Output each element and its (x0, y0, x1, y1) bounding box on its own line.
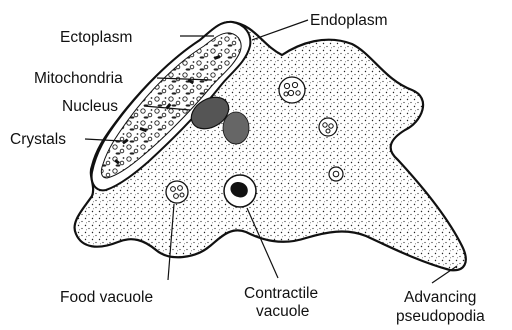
label-nucleus: Nucleus (62, 98, 118, 115)
food-vacuole-3 (319, 118, 337, 136)
label-contractile: Contractile (244, 285, 318, 302)
label-mitochondria: Mitochondria (34, 70, 123, 87)
label-pseudopodia: pseudopodia (396, 308, 485, 325)
food-vacuole (166, 181, 188, 203)
food-vacuole-2 (279, 77, 305, 103)
nucleus-shadow (223, 112, 249, 144)
label-vacuole: vacuole (256, 303, 309, 320)
label-ectoplasm: Ectoplasm (60, 29, 132, 46)
label-crystals: Crystals (10, 131, 66, 148)
contractile-vacuole (224, 175, 256, 207)
label-advancing: Advancing (404, 289, 476, 306)
label-endoplasm: Endoplasm (310, 12, 388, 29)
food-vacuole-4 (329, 167, 343, 181)
label-food-vacuole: Food vacuole (60, 289, 153, 306)
